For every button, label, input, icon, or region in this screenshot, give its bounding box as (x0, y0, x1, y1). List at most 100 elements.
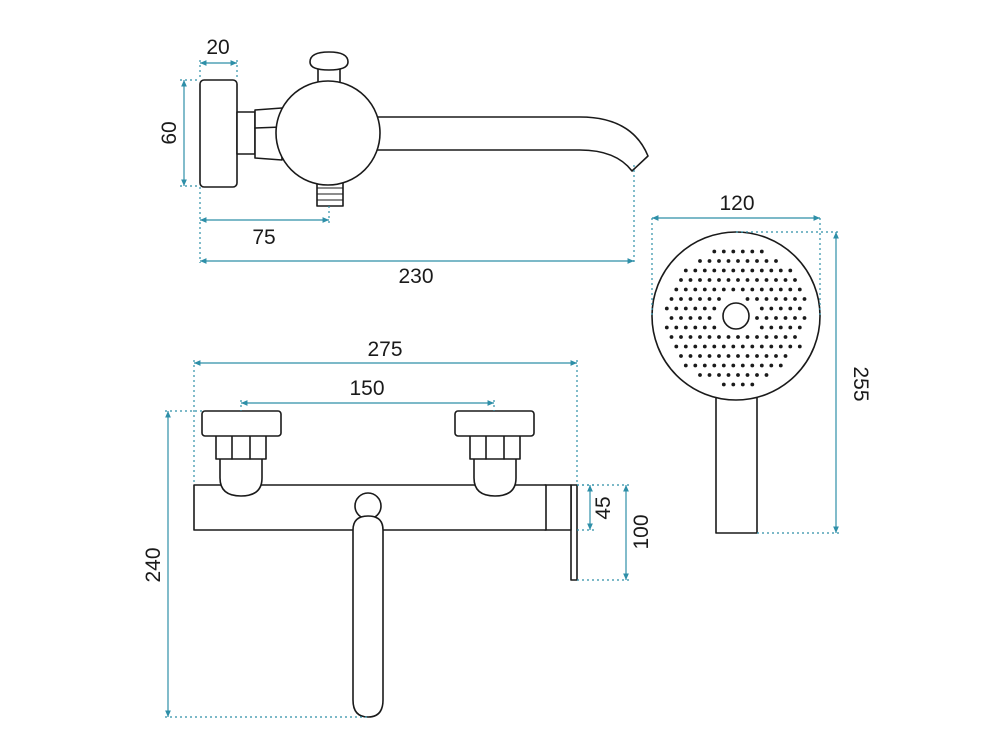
right-nut (469, 434, 521, 460)
spray-nozzle (778, 363, 783, 368)
lever-handle (352, 515, 384, 718)
spray-nozzle (674, 344, 679, 349)
spray-nozzle (774, 316, 778, 320)
spray-nozzle (740, 287, 745, 292)
spray-nozzle (788, 287, 793, 292)
spray-nozzle (702, 325, 707, 330)
spray-nozzle (783, 354, 788, 358)
spray-nozzle (764, 278, 769, 282)
spray-nozzle (721, 382, 726, 387)
spray-nozzle (745, 278, 750, 282)
spray-nozzle (740, 363, 745, 368)
spray-nozzle (793, 278, 797, 282)
spray-nozzle (788, 306, 793, 311)
spray-nozzle (726, 278, 731, 282)
spray-nozzle (726, 373, 731, 377)
spray-nozzle (764, 354, 769, 358)
spray-nozzle (745, 259, 750, 263)
spray-nozzle (717, 278, 721, 282)
spray-nozzle (679, 316, 683, 320)
spray-nozzles (664, 249, 807, 387)
dim-side-height: 60 (158, 121, 181, 144)
spray-nozzle (731, 344, 736, 349)
spray-nozzle (764, 259, 769, 263)
spray-nozzle (726, 354, 731, 358)
spray-nozzle (755, 259, 759, 263)
spray-nozzle (783, 278, 788, 282)
spray-nozzle (712, 287, 717, 292)
spray-nozzle (721, 344, 726, 349)
spout (369, 116, 649, 172)
spray-nozzle (759, 249, 764, 254)
spray-nozzle (802, 297, 807, 301)
dimension-lines (165, 60, 840, 718)
dimension-labels: 20 60 75 230 275 150 240 45 100 120 255 (142, 36, 872, 583)
spray-nozzle (698, 278, 702, 282)
spray-nozzle (698, 297, 702, 301)
spray-nozzle (731, 249, 736, 254)
spray-nozzle (774, 335, 778, 339)
spray-nozzle (683, 287, 688, 292)
spray-nozzle (693, 363, 698, 368)
spray-nozzle (750, 363, 755, 368)
spray-nozzle (774, 354, 778, 358)
spray-nozzle (793, 297, 797, 301)
spray-nozzle (745, 297, 750, 301)
spray-nozzle (788, 344, 793, 349)
spray-nozzle (769, 268, 774, 273)
spray-nozzle (707, 354, 712, 358)
spray-nozzle (717, 354, 721, 358)
hand-shower (651, 231, 821, 534)
spray-nozzle (750, 249, 755, 254)
left-nut (215, 434, 267, 460)
spray-nozzle (679, 278, 683, 282)
side-view (199, 51, 649, 207)
spray-nozzle (712, 306, 717, 311)
spray-nozzle (797, 344, 802, 349)
spray-nozzle (740, 344, 745, 349)
left-flange (201, 410, 282, 437)
spray-nozzle (664, 325, 669, 330)
spray-nozzle (679, 335, 683, 339)
spray-nozzle (755, 278, 759, 282)
spray-nozzle (783, 316, 788, 320)
spray-nozzle (688, 316, 693, 320)
spray-nozzle (683, 344, 688, 349)
spray-nozzle (774, 297, 778, 301)
spray-nozzle (702, 306, 707, 311)
right-flange (454, 410, 535, 437)
spray-nozzle (717, 259, 721, 263)
spray-nozzle (674, 325, 679, 330)
spray-nozzle (707, 335, 712, 339)
left-elbow (219, 454, 263, 497)
spray-nozzle (693, 268, 698, 273)
spray-nozzle (707, 316, 712, 320)
spray-nozzle (755, 297, 759, 301)
spray-nozzle (707, 278, 712, 282)
spray-nozzle (764, 316, 769, 320)
wall-plate (199, 79, 238, 188)
spray-nozzle (778, 287, 783, 292)
spray-nozzle (778, 325, 783, 330)
dim-front-total-height: 240 (142, 547, 165, 582)
spray-nozzle (669, 335, 674, 339)
spray-nozzle (698, 354, 702, 358)
spray-nozzle (764, 297, 769, 301)
spray-nozzle (693, 344, 698, 349)
spray-nozzle (721, 287, 726, 292)
spray-nozzle (769, 363, 774, 368)
spray-nozzle (750, 287, 755, 292)
spray-nozzle (707, 373, 712, 377)
dim-front-body-height: 45 (592, 496, 615, 519)
spray-nozzle (755, 354, 759, 358)
spray-nozzle (693, 306, 698, 311)
spray-nozzle (750, 382, 755, 387)
spray-nozzle (778, 268, 783, 273)
spray-nozzle (750, 268, 755, 273)
spray-nozzle (712, 249, 717, 254)
spray-nozzle (783, 297, 788, 301)
spray-nozzle (755, 335, 759, 339)
spray-nozzle (759, 306, 764, 311)
spray-nozzle (797, 325, 802, 330)
spray-nozzle (707, 259, 712, 263)
